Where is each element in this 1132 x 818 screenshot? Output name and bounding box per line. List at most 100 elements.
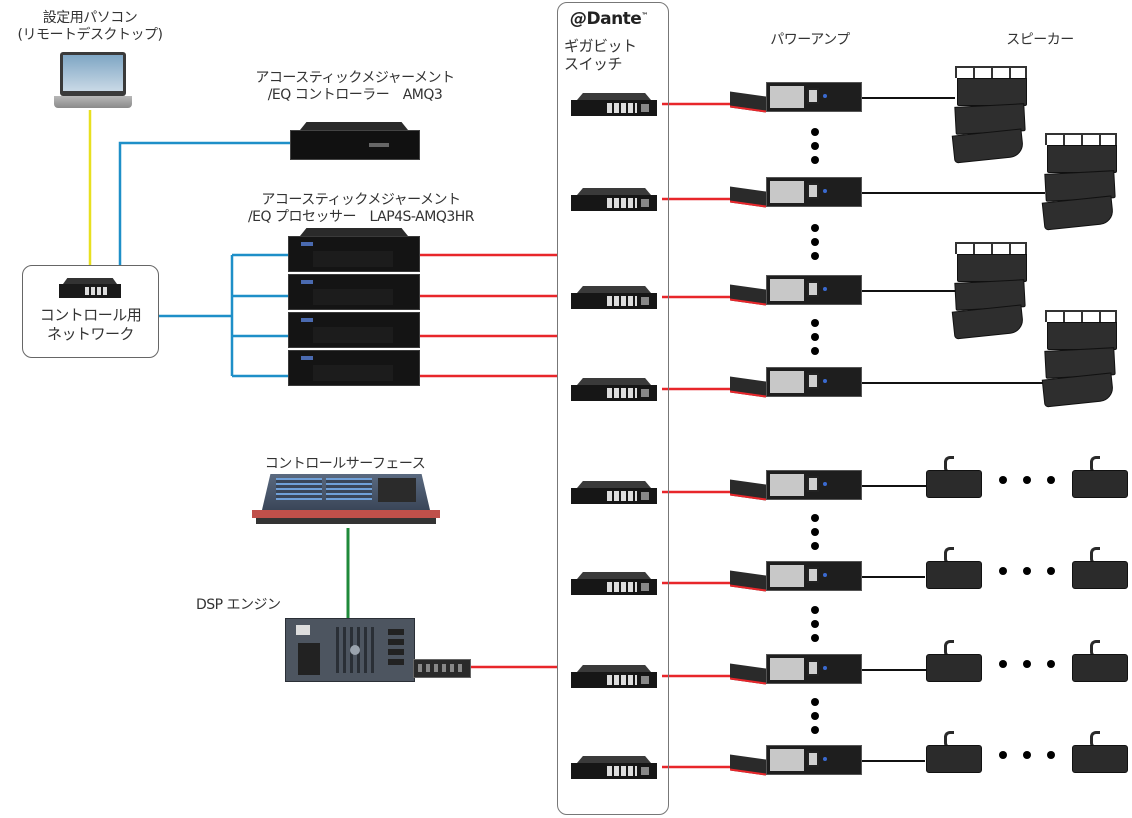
dot [811,347,819,355]
panel-grille [313,327,393,343]
power-amp-icon[interactable] [730,654,864,685]
dante-switch-group: @Dante™ ギガビット スイッチ [557,2,669,815]
gigabit-switch-icon[interactable] [571,188,657,212]
processor-unit-icon[interactable] [288,350,420,386]
switch-sfp [641,104,649,112]
amp-panel [770,86,804,108]
gigabit-switch-icon[interactable] [571,93,657,117]
laptop-icon[interactable] [54,52,132,110]
speaker-box [1072,561,1128,589]
point-source-speaker-icon[interactable] [926,731,982,775]
control-network-box[interactable]: コントロール用 ネットワーク [22,265,159,358]
dot [1047,660,1055,668]
switch-body [571,579,657,595]
dot [811,711,819,720]
switch-body [571,488,657,504]
amp-body [766,561,862,591]
dot [811,155,819,164]
control-cable-amq3 [118,141,290,266]
power-amp-icon[interactable] [730,275,864,306]
amp-panel [770,749,804,771]
point-source-speaker-icon[interactable] [1072,456,1128,500]
switch-sfp [641,199,649,207]
speaker-box [926,745,982,773]
amp-display [807,183,819,199]
gigabit-switch-icon[interactable] [571,756,657,780]
amp-led [823,379,827,383]
dot [1047,567,1055,575]
brand-badge [301,318,313,322]
line-array-speaker-icon[interactable] [1041,133,1121,231]
switch-body [571,100,657,116]
speaker-cabinet [1047,145,1117,173]
amp-body [766,82,862,112]
panel-grille [313,251,393,267]
brand-badge [301,280,313,284]
speaker-cabinet [1041,195,1115,231]
amp-panel [770,371,804,393]
line-array-speaker-icon[interactable] [1041,310,1121,408]
amp-panel [770,279,804,301]
brand-badge [301,242,313,246]
speaker-box [1072,654,1128,682]
brand-badge [301,356,313,360]
dot [811,127,819,136]
amp-body [766,470,862,500]
processor-stack [288,228,420,386]
speaker-box [926,470,982,498]
point-source-speaker-icon[interactable] [926,640,982,684]
power-amp-icon[interactable] [730,745,864,776]
power-amp-icon[interactable] [730,177,864,208]
rigging-frame [1045,310,1117,322]
point-source-speaker-icon[interactable] [1072,547,1128,591]
point-source-speaker-icon[interactable] [926,547,982,591]
amq3-controller-icon[interactable] [290,122,420,160]
power-amp-icon[interactable] [730,561,864,592]
control-surface-icon[interactable] [252,474,440,528]
amp-panel [770,181,804,203]
gigabit-switch-icon[interactable] [571,378,657,402]
dot [999,567,1007,575]
amp-body [766,177,862,207]
amp-display [807,281,819,297]
amp-led [823,757,827,761]
dot [811,252,819,260]
gigabit-switch-icon[interactable] [571,665,657,689]
switch-sfp [641,676,649,684]
dot [811,527,819,536]
switch-ports [607,491,637,501]
switch-ports [607,675,637,685]
line-array-speaker-icon[interactable] [951,66,1031,164]
power-amp-icon[interactable] [730,470,864,501]
point-source-speaker-icon[interactable] [926,456,982,500]
processor-unit-icon[interactable] [288,312,420,348]
gigabit-switch-icon[interactable] [571,572,657,596]
speaker-cabinet [951,304,1025,340]
gigabit-switch-icon[interactable] [571,286,657,310]
switch-ports [607,766,637,776]
amp-panel [770,565,804,587]
rigging-frame [955,66,1027,78]
processor-unit-icon[interactable] [288,236,420,272]
amp-led [823,287,827,291]
line-array-speaker-icon[interactable] [951,242,1031,340]
switch-top [577,286,651,293]
point-source-speaker-icon[interactable] [1072,640,1128,684]
dante-connector-icon [730,186,766,208]
amp-led [823,94,827,98]
point-source-speaker-icon[interactable] [1072,731,1128,775]
power-amp-icon[interactable] [730,82,864,113]
dot [811,605,819,614]
dot [999,660,1007,668]
dot [1023,476,1031,484]
switch-body [571,763,657,779]
power-amp-icon[interactable] [730,367,864,398]
processor-unit-icon[interactable] [288,274,420,310]
dot [999,751,1007,759]
gigabit-switch-label: ギガビット スイッチ [564,37,637,73]
processor-label: アコースティックメジャーメント /EQ プロセッサー LAP4S-AMQ3HR [247,192,475,225]
speaker-cabinet [1041,372,1115,408]
gigabit-switch-icon[interactable] [571,481,657,505]
amq3-label: アコースティックメジャーメント /EQ コントローラー AMQ3 [255,70,455,103]
dsp-engine-icon[interactable] [285,618,415,682]
